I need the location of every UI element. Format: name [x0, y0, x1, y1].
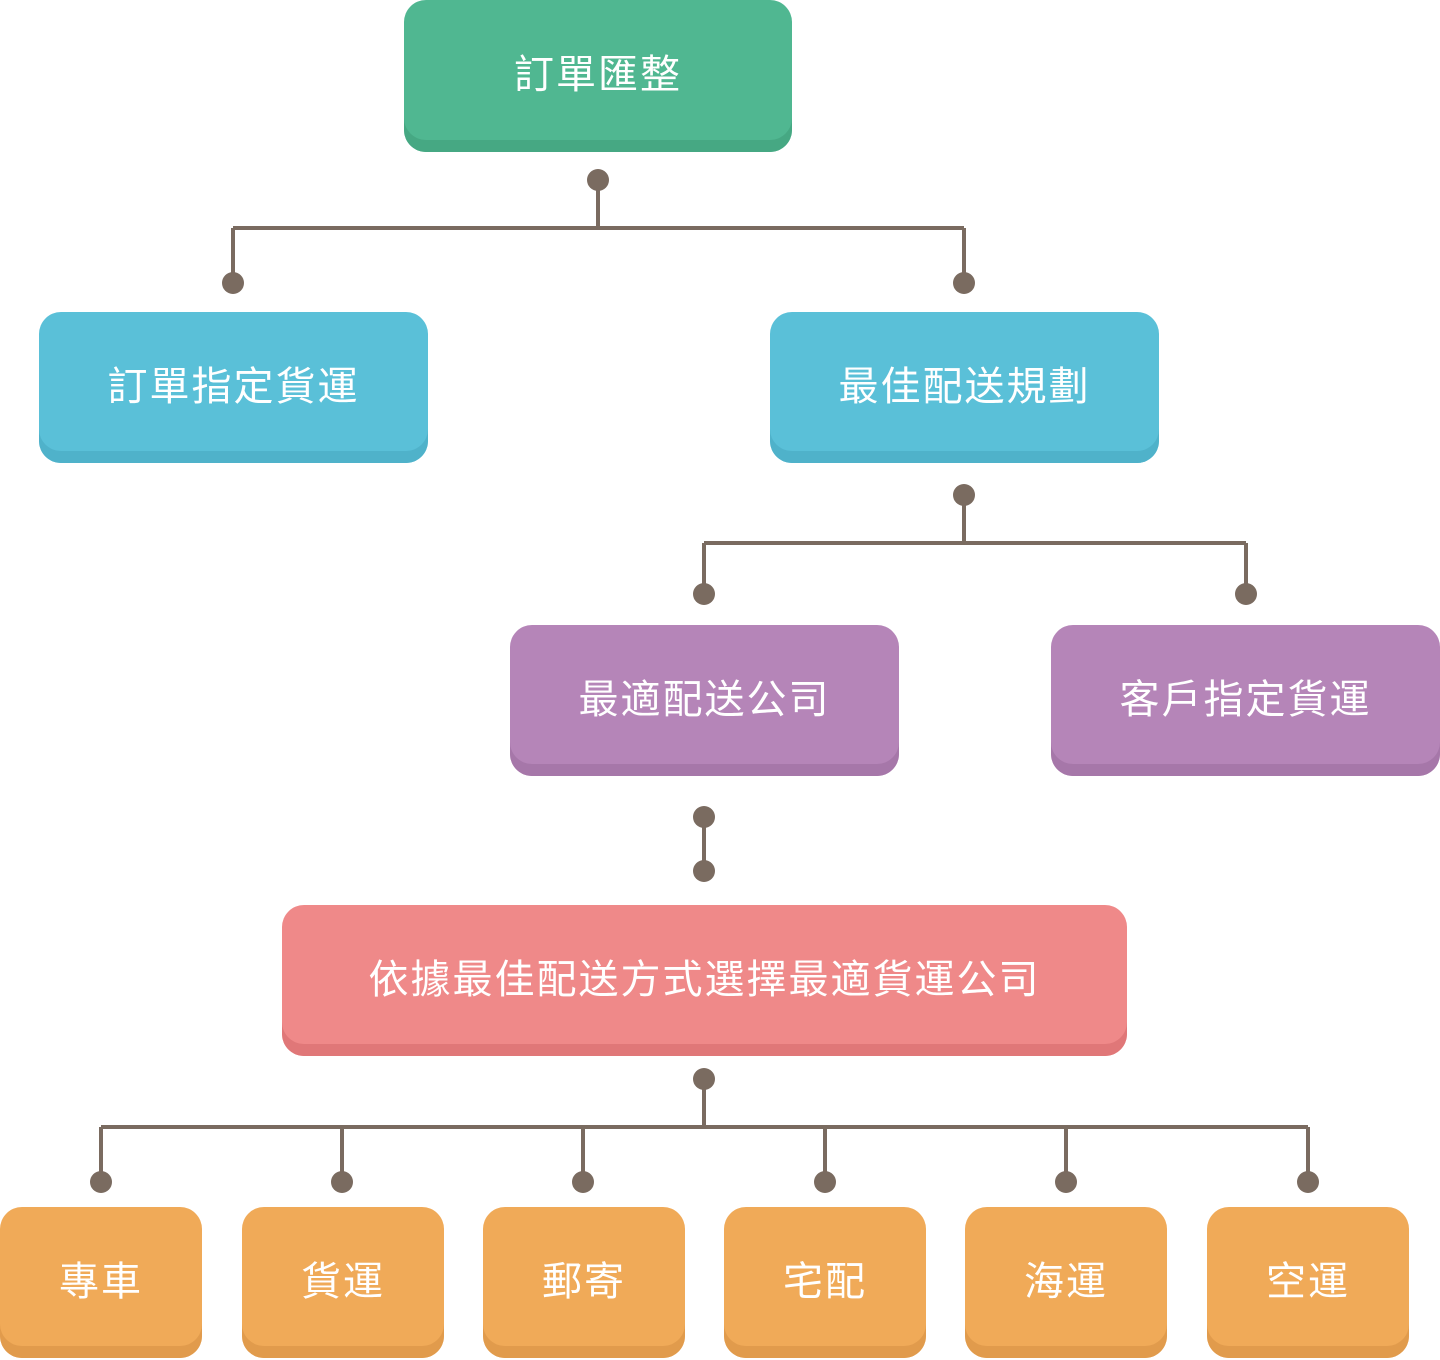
connector-root-split: [231, 180, 966, 283]
connector-dot: [572, 1171, 594, 1193]
node-method-dedicated-vehicle: 專車: [0, 1207, 202, 1358]
node-best-delivery-planning: 最佳配送規劃: [770, 312, 1159, 463]
node-method-freight: 貨運: [242, 1207, 444, 1358]
connector-plan-split: [702, 495, 1248, 594]
node-label: 專車: [59, 1258, 143, 1305]
node-order-consolidation: 訂單匯整: [404, 0, 792, 152]
connector-dot: [1235, 583, 1257, 605]
connector-dot: [90, 1171, 112, 1193]
node-label: 海運: [1024, 1258, 1108, 1305]
connector-dot: [693, 1068, 715, 1090]
connector-dot: [1055, 1171, 1077, 1193]
node-label: 訂單匯整: [514, 52, 682, 98]
node-label: 客戶指定貨運: [1119, 676, 1372, 723]
node-label: 宅配: [783, 1258, 867, 1305]
node-label: 訂單指定貨運: [107, 363, 360, 410]
node-method-sea-freight: 海運: [965, 1207, 1167, 1358]
node-label: 最佳配送規劃: [838, 363, 1091, 410]
connector-methods-split: [99, 1079, 1310, 1182]
node-method-air-freight: 空運: [1207, 1207, 1409, 1358]
connector-dot: [953, 272, 975, 294]
connector-dot: [1297, 1171, 1319, 1193]
connector-dot: [222, 272, 244, 294]
node-select-by-best-method: 依據最佳配送方式選擇最適貨運公司: [282, 905, 1127, 1056]
node-label: 依據最佳配送方式選擇最適貨運公司: [368, 956, 1041, 1003]
node-best-delivery-company: 最適配送公司: [510, 625, 899, 776]
node-order-assigned-freight: 訂單指定貨運: [39, 312, 428, 463]
node-label: 空運: [1266, 1258, 1350, 1305]
connector-dot: [693, 860, 715, 882]
connector-dot: [953, 484, 975, 506]
connector-dot: [331, 1171, 353, 1193]
node-method-mail: 郵寄: [483, 1207, 685, 1358]
node-label: 郵寄: [542, 1258, 626, 1305]
connector-dot: [587, 169, 609, 191]
connector-dot: [693, 806, 715, 828]
node-method-home-delivery: 宅配: [724, 1207, 926, 1358]
connector-dot: [693, 583, 715, 605]
node-label: 最適配送公司: [578, 676, 831, 723]
node-label: 貨運: [301, 1258, 385, 1305]
connector-dot: [814, 1171, 836, 1193]
node-customer-assigned-freight: 客戶指定貨運: [1051, 625, 1440, 776]
